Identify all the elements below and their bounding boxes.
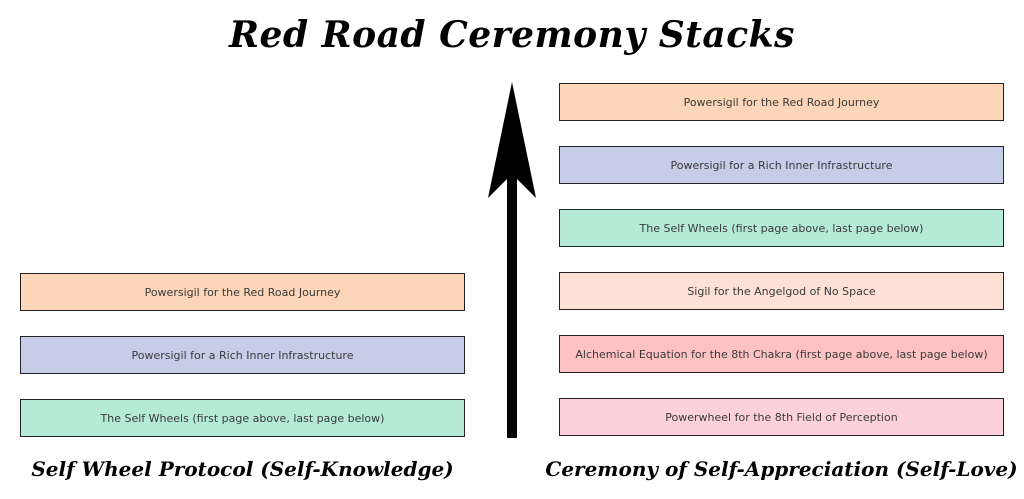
right-stack-item: Powersigil for the Red Road Journey — [559, 83, 1004, 121]
right-stack-item: Powerwheel for the 8th Field of Percepti… — [559, 398, 1004, 436]
right-stack-item: Powersigil for a Rich Inner Infrastructu… — [559, 146, 1004, 184]
diagram-title: Red Road Ceremony Stacks — [229, 14, 795, 56]
left-stack-caption: Self Wheel Protocol (Self-Knowledge) — [31, 457, 454, 481]
right-stack-item: Sigil for the Angelgod of No Space — [559, 272, 1004, 310]
right-stack-item-label: Alchemical Equation for the 8th Chakra (… — [575, 347, 988, 361]
arrow-shaft — [507, 172, 517, 438]
right-stack-item-label: Powersigil for a Rich Inner Infrastructu… — [670, 158, 893, 172]
left-stack-item: Powersigil for the Red Road Journey — [20, 273, 465, 311]
left-stack-item: Powersigil for a Rich Inner Infrastructu… — [20, 336, 465, 374]
right-stack-item: The Self Wheels (first page above, last … — [559, 209, 1004, 247]
up-arrow-icon — [488, 82, 536, 438]
left-stack-item-label: The Self Wheels (first page above, last … — [100, 411, 385, 425]
right-stack-caption: Ceremony of Self-Appreciation (Self-Love… — [545, 457, 1018, 481]
right-stack-item-label: The Self Wheels (first page above, last … — [639, 221, 924, 235]
arrow-head — [488, 82, 536, 198]
left-stack-item: The Self Wheels (first page above, last … — [20, 399, 465, 437]
right-stack-item-label: Powerwheel for the 8th Field of Percepti… — [665, 410, 898, 424]
right-stack-item-label: Sigil for the Angelgod of No Space — [687, 284, 876, 298]
left-stack-item-label: Powersigil for a Rich Inner Infrastructu… — [131, 348, 354, 362]
right-stack-item: Alchemical Equation for the 8th Chakra (… — [559, 335, 1004, 373]
left-stack-item-label: Powersigil for the Red Road Journey — [144, 285, 341, 299]
right-stack-item-label: Powersigil for the Red Road Journey — [683, 95, 880, 109]
